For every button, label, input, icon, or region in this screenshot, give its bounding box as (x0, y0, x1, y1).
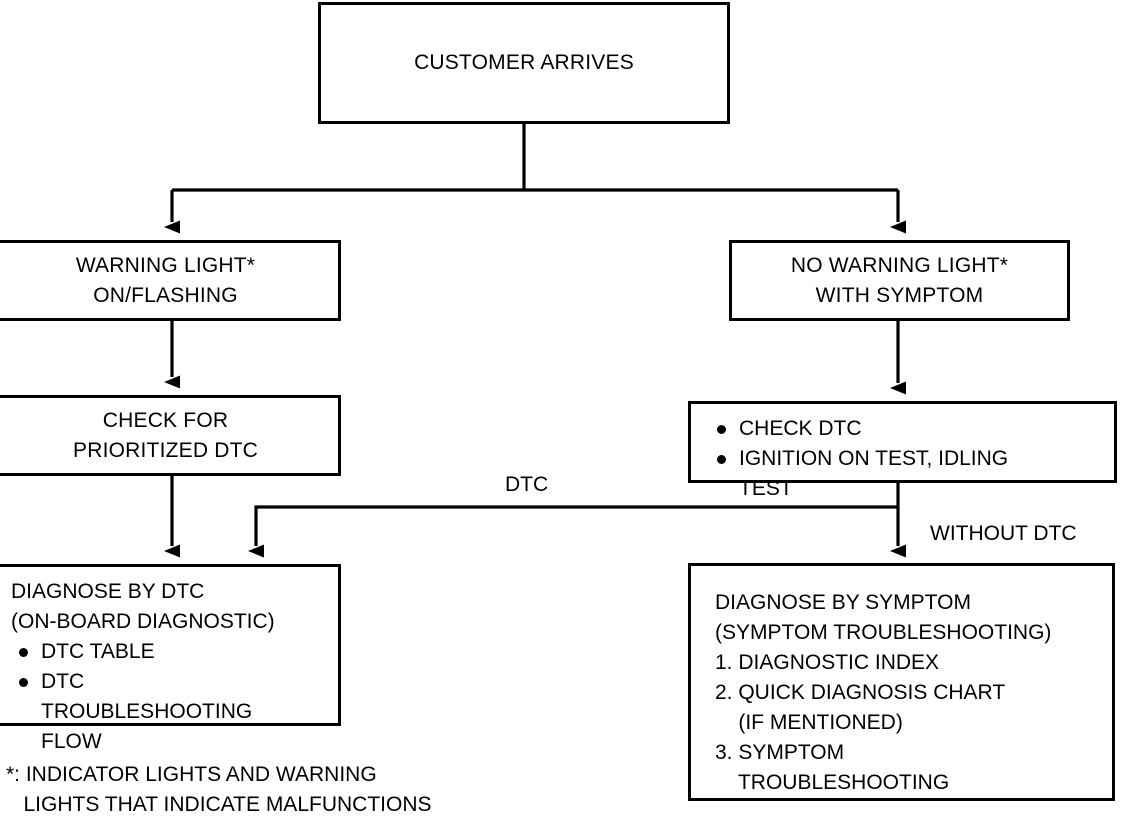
node-diagnose-by-symptom-items: 1. DIAGNOSTIC INDEX 2. QUICK DIAGNOSIS C… (715, 648, 1098, 798)
node-check-prioritized-dtc-line1: CHECK FOR (102, 408, 229, 432)
edge-label-without-dtc: WITHOUT DTC (930, 522, 1077, 545)
list-item: DTC TABLE (11, 637, 324, 667)
footnote: *: INDICATOR LIGHTS AND WARNING LIGHTS T… (6, 763, 432, 816)
node-diagnose-by-symptom: DIAGNOSE BY SYMPTOM (SYMPTOM TROUBLESHOO… (688, 563, 1115, 801)
node-customer-arrives-label: CUSTOMER ARRIVES (414, 51, 634, 74)
list-item: IGNITION ON TEST, IDLING TEST (709, 444, 1100, 504)
node-check-prioritized-dtc-line2: PRIORITIZED DTC (73, 438, 258, 462)
node-check-prioritized-dtc-text: CHECK FOR PRIORITIZED DTC (73, 406, 258, 466)
list-item: 1. DIAGNOSTIC INDEX (715, 651, 940, 674)
bullet-dot-icon (717, 425, 726, 434)
bullet-dot-icon (19, 648, 28, 657)
node-diagnose-by-dtc-line1: DIAGNOSE BY DTC (11, 580, 205, 603)
list-item: CHECK DTC (709, 414, 1100, 444)
list-item: DTC TROUBLESHOOTING FLOW (11, 667, 324, 757)
node-diagnose-by-symptom-line1: DIAGNOSE BY SYMPTOM (715, 591, 971, 614)
bullet-dot-icon (19, 678, 28, 687)
node-no-warning-light-text: NO WARNING LIGHT* WITH SYMPTOM (791, 251, 1008, 311)
node-diagnose-by-symptom-line2: (SYMPTOM TROUBLESHOOTING) (715, 621, 1052, 644)
node-no-warning-light: NO WARNING LIGHT* WITH SYMPTOM (729, 240, 1070, 321)
bullet-dot-icon (717, 455, 726, 464)
edge-label-dtc: DTC (505, 473, 549, 496)
node-no-warning-light-line1: NO WARNING LIGHT* (790, 253, 1009, 277)
list-item: 2. QUICK DIAGNOSIS CHART (IF MENTIONED) (715, 681, 1006, 734)
node-customer-arrives: CUSTOMER ARRIVES (318, 2, 730, 124)
list-item: 3. SYMPTOM TROUBLESHOOTING (715, 741, 950, 794)
node-warning-light-line2: ON/FLASHING (93, 283, 238, 307)
node-check-dtc: CHECK DTC IGNITION ON TEST, IDLING TEST (688, 401, 1117, 500)
node-check-prioritized-dtc: CHECK FOR PRIORITIZED DTC (0, 395, 341, 476)
node-check-dtc-bullets: CHECK DTC IGNITION ON TEST, IDLING TEST (709, 414, 1100, 504)
node-warning-light: WARNING LIGHT* ON/FLASHING (0, 240, 341, 321)
node-warning-light-line1: WARNING LIGHT* (75, 253, 256, 277)
node-diagnose-by-dtc-line2: (ON-BOARD DIAGNOSTIC) (11, 610, 275, 633)
node-diagnose-by-dtc-bullets: DTC TABLE DTC TROUBLESHOOTING FLOW (11, 637, 324, 757)
node-warning-light-text: WARNING LIGHT* ON/FLASHING (76, 251, 255, 311)
node-diagnose-by-dtc: DIAGNOSE BY DTC (ON-BOARD DIAGNOSTIC) DT… (0, 564, 341, 753)
node-no-warning-light-line2: WITH SYMPTOM (815, 283, 984, 307)
